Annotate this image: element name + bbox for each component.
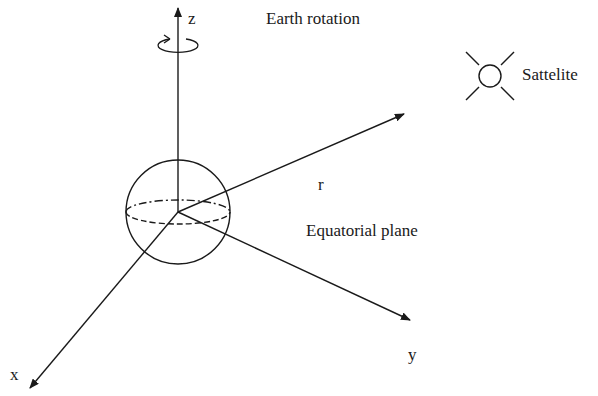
axis-label: x [10,366,19,385]
rotation-arrowhead [164,35,170,43]
x-axis [30,212,178,388]
satellite-symbol [466,52,514,100]
equator-front [126,212,230,224]
satellite-label: Sattelite [522,66,578,85]
axis-label: y [408,346,417,365]
rotation-arrow [158,39,198,52]
z-axis [177,8,178,212]
rotation-label: Earth rotation [266,10,360,29]
axis-label: z [188,10,196,29]
vector-label: r [318,176,324,195]
plane-label: Equatorial plane [306,222,418,241]
r-vector [178,114,404,212]
